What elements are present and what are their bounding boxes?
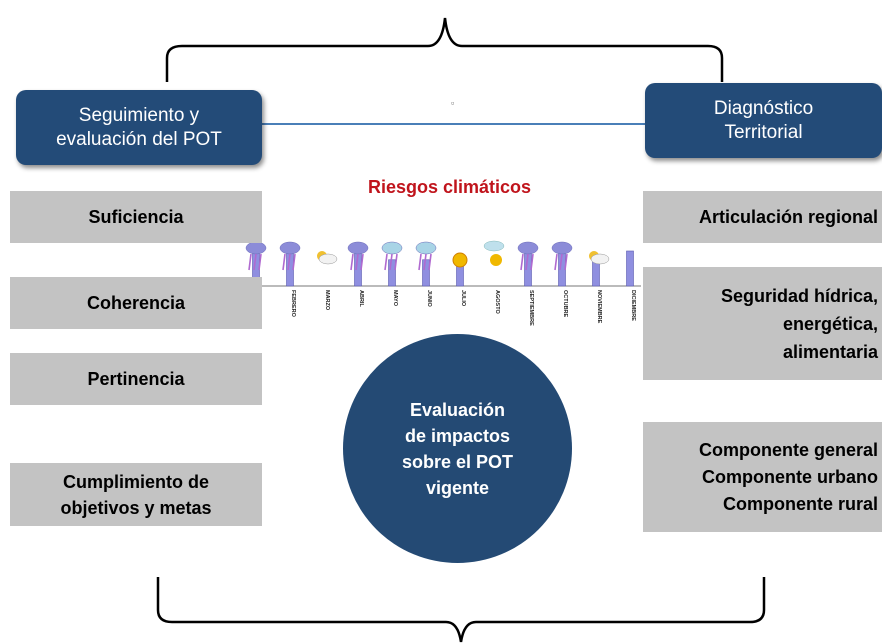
left-item-label: objetivos y metas	[60, 497, 212, 518]
cloud-rain-icon	[415, 241, 437, 271]
right-header-box: Diagnóstico Territorial	[645, 83, 882, 158]
left-item-label: Coherencia	[86, 292, 186, 313]
circle-line2: de impactos	[404, 425, 510, 446]
right-item-label: alimentaria	[782, 341, 878, 362]
chart-bar	[388, 259, 396, 287]
left-item-pertinencia: Pertinencia	[10, 353, 262, 405]
left-item-cumplimiento: Cumplimiento de objetivos y metas	[10, 463, 262, 526]
month-label: SEPTIEMBRE	[528, 290, 534, 326]
left-item-label: Suficiencia	[88, 206, 184, 227]
chart-title: Riesgos climáticos	[368, 177, 532, 197]
rain-icon	[551, 241, 573, 271]
storm-icon	[381, 241, 403, 271]
chart-bar	[422, 259, 430, 287]
sun-icon	[452, 252, 468, 268]
right-item-label: Seguridad hídrica,	[720, 285, 878, 306]
rain-icon	[347, 241, 369, 271]
circle-line1: Evaluación	[409, 399, 506, 420]
circle-line4: vigente	[425, 477, 489, 498]
month-label: OCTUBRE	[562, 290, 568, 318]
left-item-suficiencia: Suficiencia	[10, 191, 262, 243]
right-item-articulacion: Articulación regional	[643, 191, 882, 243]
right-item-label: Componente rural	[722, 493, 878, 514]
month-label: DICIEMBRE	[630, 290, 636, 321]
right-item-label: Componente general	[698, 439, 878, 460]
month-label: MAYO	[392, 290, 398, 307]
evaluation-circle: Evaluación de impactos sobre el POT vige…	[343, 334, 572, 563]
month-label: JUNIO	[426, 290, 432, 308]
left-header-box: Seguimiento y evaluación del POT	[16, 90, 262, 165]
right-item-componentes: Componente general Componente urbano Com…	[643, 422, 882, 532]
chart-bar	[626, 250, 634, 287]
right-item-seguridad: Seguridad hídrica, energética, alimentar…	[643, 267, 882, 380]
left-header-line2: evaluación del POT	[56, 128, 222, 150]
right-header-line2: Territorial	[724, 121, 803, 143]
partly-cloudy-icon	[589, 251, 610, 265]
left-header-line1: Seguimiento y	[78, 104, 200, 126]
month-label: NOVIEMBRE	[596, 290, 602, 324]
circle-line3: sobre el POT	[401, 451, 514, 472]
right-item-label: Articulación regional	[698, 206, 878, 227]
top-brace	[165, 17, 724, 82]
rain-icon	[517, 241, 539, 271]
bottom-brace	[156, 577, 766, 643]
month-label: ABRIL	[358, 290, 364, 307]
connector-line	[262, 123, 645, 125]
cloud-sun-icon	[483, 240, 505, 266]
month-label: FEBRERO	[290, 290, 296, 318]
right-header-line1: Diagnóstico	[713, 97, 814, 119]
month-label: MARZO	[324, 290, 330, 311]
left-item-label: Pertinencia	[87, 368, 185, 389]
left-item-coherencia: Coherencia	[10, 277, 262, 329]
rain-icon	[279, 241, 301, 271]
center-marker: ▫	[451, 98, 455, 108]
month-label: AGOSTO	[494, 290, 500, 314]
month-label: JULIO	[460, 290, 466, 307]
left-item-label: Cumplimiento de	[62, 471, 209, 492]
partly-cloudy-icon	[317, 251, 338, 265]
right-item-label: Componente urbano	[702, 466, 878, 487]
right-item-label: energética,	[782, 313, 878, 334]
climate-chart: ENEROFEBREROMARZOABRILMAYOJUNIOJULIOAGOS…	[236, 240, 641, 326]
